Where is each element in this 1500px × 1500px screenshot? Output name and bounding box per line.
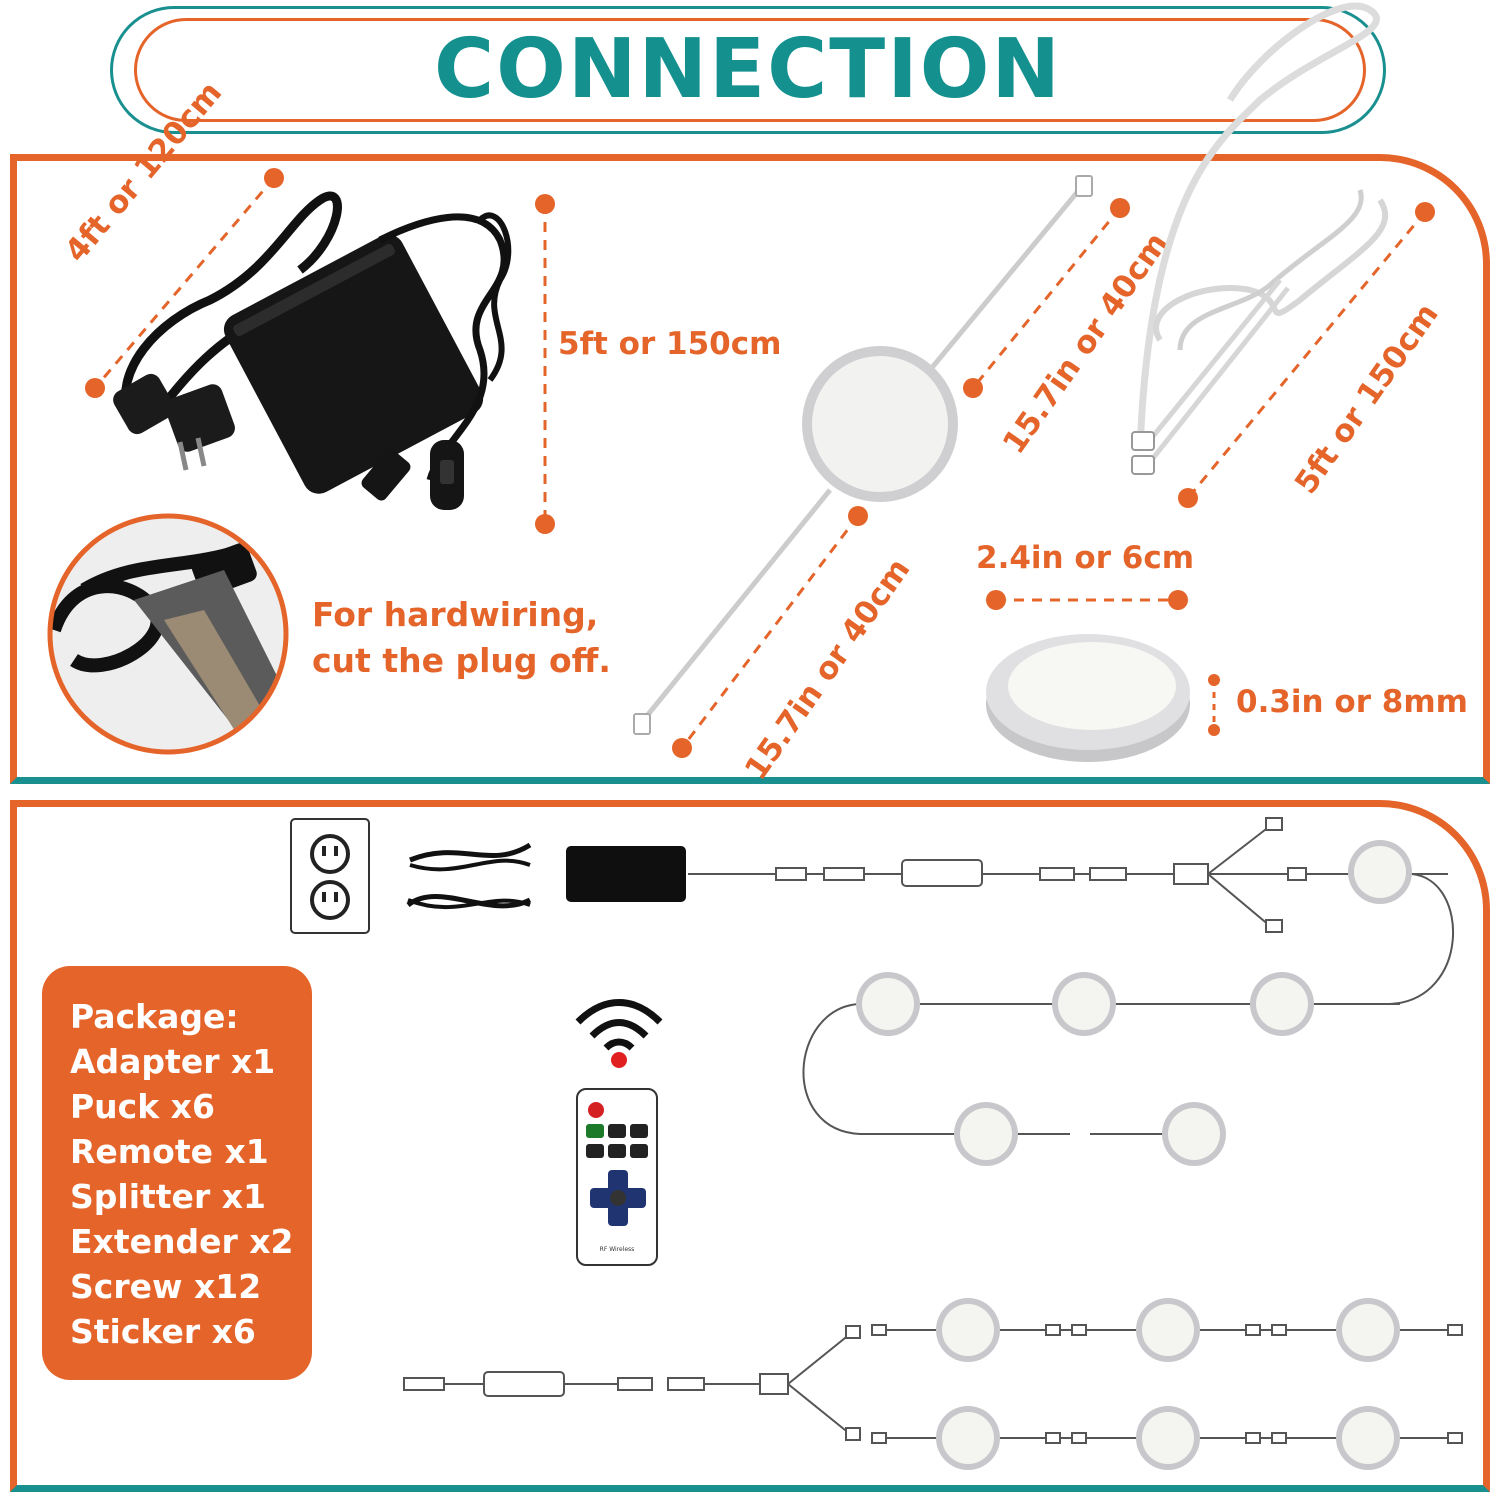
puck-light-with-leads <box>633 175 1093 735</box>
remote-key-grid <box>586 1124 650 1164</box>
bottom-connection-chain <box>403 1298 1463 1470</box>
title-frame-inner <box>134 18 1366 122</box>
adapter-icon <box>566 846 686 902</box>
remote-key-bright-down[interactable] <box>630 1124 648 1138</box>
package-contents-box <box>42 966 312 1380</box>
remote-key-25[interactable] <box>630 1144 648 1158</box>
dimension-line-thickness <box>1208 674 1220 736</box>
dimension-line-extension <box>1178 202 1435 508</box>
package-item: Screw x12 <box>70 1267 262 1306</box>
dimension-line-adapter <box>535 194 555 534</box>
power-adapter-image <box>113 191 512 510</box>
package-item: Splitter x1 <box>70 1177 266 1216</box>
package-item: Adapter x1 <box>70 1042 276 1081</box>
dimension-line-upper-lead <box>963 198 1130 398</box>
hardwiring-note-line1: For hardwiring, <box>312 595 599 634</box>
dimension-line-power-cord <box>85 168 284 398</box>
dimension-line-diameter <box>986 590 1188 610</box>
remote-footer-label: RF Wireless <box>599 1246 635 1253</box>
power-icon[interactable] <box>588 1102 604 1118</box>
hardwiring-illustration <box>47 513 289 755</box>
package-item: Sticker x6 <box>70 1312 256 1351</box>
wireless-signal-icon <box>575 999 663 1068</box>
package-item: Remote x1 <box>70 1132 269 1171</box>
remote-key-light[interactable] <box>586 1124 604 1138</box>
remote-key-bright-up[interactable] <box>608 1124 626 1138</box>
puck-thickness-label: 0.3in or 8mm <box>1236 684 1468 720</box>
page-title: CONNECTION <box>433 22 1063 117</box>
top-connection-chain <box>688 817 1455 1166</box>
dpad-center[interactable] <box>610 1190 626 1206</box>
dimension-line-lower-lead <box>672 506 868 758</box>
extension-cable-image <box>1131 2 1389 475</box>
hardwiring-note-line2: cut the plug off. <box>312 641 611 680</box>
remote-key-100[interactable] <box>586 1144 604 1158</box>
remote-key-50[interactable] <box>608 1144 626 1158</box>
wall-outlet-image <box>290 818 370 934</box>
package-heading: Package: <box>70 997 239 1036</box>
adapter-cable-length-label: 5ft or 150cm <box>558 326 782 362</box>
title-frame-outer <box>110 6 1386 134</box>
rf-remote[interactable]: RF Wireless <box>576 1088 658 1266</box>
remote-dpad[interactable] <box>590 1170 646 1226</box>
power-cords-image <box>406 842 532 910</box>
puck-side-view <box>986 634 1190 762</box>
package-item: Extender x2 <box>70 1222 294 1261</box>
puck-diameter-label: 2.4in or 6cm <box>976 540 1195 576</box>
package-item: Puck x6 <box>70 1087 215 1126</box>
